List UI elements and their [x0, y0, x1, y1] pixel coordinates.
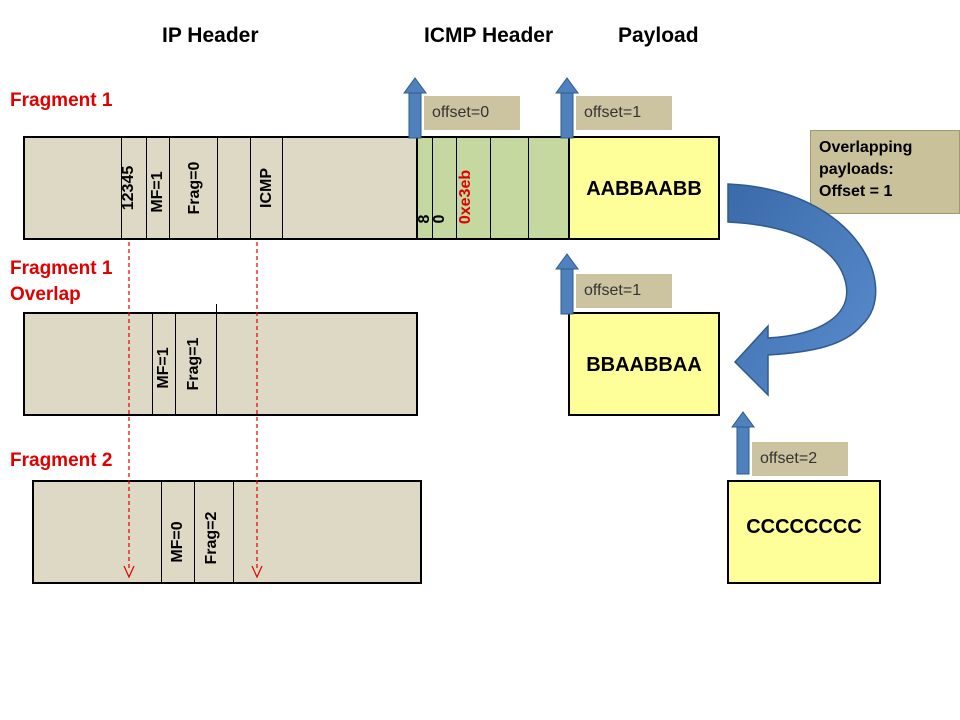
- fragment1-label: Fragment 1: [10, 90, 113, 111]
- overlap-note-line3: Offset = 1: [819, 183, 893, 200]
- divider: [490, 138, 491, 238]
- overlap-note-line1: Overlapping: [819, 139, 913, 156]
- fragment2-payload: CCCCCCCC: [727, 480, 881, 584]
- fragment1-ip-header: 12345 MF=1 Frag=0 ICMP: [23, 136, 418, 240]
- offset-tag-fragment2: offset=2: [752, 442, 848, 476]
- offset-tag-fragment1: offset=1: [576, 96, 672, 130]
- ip-header-title: IP Header: [162, 24, 259, 47]
- up-arrow-icon: [403, 77, 427, 139]
- divider: [175, 314, 176, 414]
- divider: [233, 482, 234, 582]
- fragment1-overlap-payload-text: BBAABBAA: [586, 354, 702, 376]
- divider: [456, 138, 457, 238]
- fragment1-payload-text: AABBAABB: [586, 178, 702, 200]
- divider: [432, 138, 433, 238]
- icmp-header-title: ICMP Header: [424, 24, 554, 47]
- divider: [528, 138, 529, 238]
- fragment1-overlap-label: Fragment 1 Overlap: [10, 256, 112, 308]
- payload-title: Payload: [618, 24, 699, 47]
- divider: [169, 138, 170, 238]
- divider: [161, 482, 162, 582]
- fragment1-overlap-label-line1: Fragment 1: [10, 258, 113, 279]
- curved-arrow-icon: [727, 183, 877, 397]
- divider: [194, 482, 195, 582]
- fragment1-payload: AABBAABB: [568, 136, 720, 240]
- offset-tag-overlap: offset=1: [576, 274, 672, 308]
- divider: [250, 138, 251, 238]
- divider: [216, 304, 217, 414]
- divider: [217, 138, 218, 238]
- fragment1-overlap-label-line2: Overlap: [10, 284, 81, 305]
- dashed-guide-line: [123, 242, 135, 579]
- fragment2-label: Fragment 2: [10, 450, 113, 471]
- up-arrow-icon: [555, 77, 579, 139]
- dashed-guide-line: [251, 242, 263, 579]
- fragment2-ip-header: MF=0 Frag=2: [32, 480, 422, 584]
- divider: [282, 138, 283, 238]
- divider: [152, 314, 153, 414]
- up-arrow-icon: [555, 253, 579, 315]
- divider: [146, 138, 147, 238]
- fragment2-payload-text: CCCCCCCC: [746, 516, 862, 538]
- offset-tag-icmp: offset=0: [424, 96, 520, 130]
- divider: [121, 138, 122, 238]
- fragment1-overlap-ip-header: MF=1 Frag=1: [23, 304, 418, 416]
- up-arrow-icon: [731, 411, 755, 475]
- fragment1-overlap-payload: BBAABBAA: [568, 312, 720, 416]
- overlap-note-line2: payloads:: [819, 161, 894, 178]
